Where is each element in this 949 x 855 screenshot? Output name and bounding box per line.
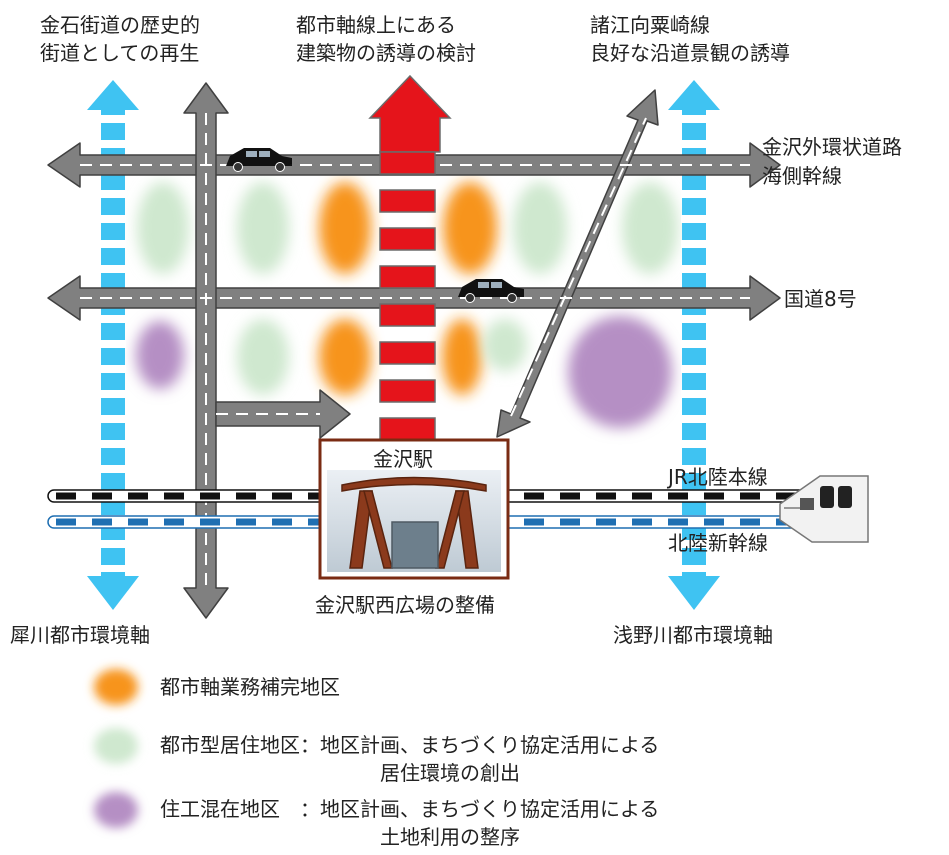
- label-city-axis-line2: 建築物の誘導の検討: [296, 41, 476, 65]
- purple-zone: [568, 316, 672, 428]
- kanazawa-station-photo-frame: [318, 438, 510, 580]
- legend-label-orange: 都市軸業務補完地区: [160, 675, 340, 699]
- label-asanogawa-axis: 浅野川都市環境軸: [613, 623, 773, 647]
- car-icon: [458, 279, 524, 303]
- green-zone: [237, 319, 289, 395]
- legend-label-green: 都市型居住地区：地区計画、まちづくり協定活用による: [160, 733, 660, 757]
- orange-zone: [319, 319, 371, 395]
- label-kanaishi-line2: 街道としての再生: [40, 41, 200, 65]
- legend-label-green-line2: 居住環境の創出: [380, 761, 520, 785]
- label-shoe-line2: 良好な沿道景観の誘導: [590, 41, 790, 65]
- label-outer-ring-line1: 金沢外環状道路: [762, 135, 902, 159]
- route-8-road: [47, 275, 781, 321]
- legend-label-purple-line2: 土地利用の整序: [380, 825, 520, 849]
- train-icon: [779, 475, 869, 543]
- label-hokuriku-shinkansen: 北陸新幹線: [668, 531, 768, 555]
- orange-zone: [442, 319, 482, 395]
- label-city-axis-line1: 都市軸線上にある: [296, 13, 456, 37]
- label-kanazawa-station: 金沢駅: [373, 447, 433, 471]
- label-west-plaza: 金沢駅西広場の整備: [315, 593, 495, 617]
- legend-label-purple: 住工混在地区 ：地区計画、まちづくり協定活用による: [160, 797, 660, 821]
- orange-zone: [319, 182, 371, 274]
- green-zone: [513, 182, 567, 274]
- label-saigawa-axis: 犀川都市環境軸: [10, 623, 150, 647]
- purple-zone: [136, 321, 184, 389]
- kanaishi-road: [183, 82, 229, 619]
- orange-zone: [443, 182, 497, 274]
- green-zone: [137, 182, 189, 274]
- label-kanaishi-line1: 金石街道の歴史的: [40, 13, 200, 37]
- green-zone: [622, 182, 678, 274]
- tsuzumi-gate-icon: [341, 476, 487, 569]
- label-route-8: 国道8号: [784, 287, 857, 311]
- label-jr-hokuriku: JR北陸本線: [668, 465, 768, 489]
- label-shoe-line1: 諸江向粟崎線: [590, 13, 710, 37]
- city-axis-arrow: [368, 74, 452, 441]
- car-icon: [226, 148, 292, 172]
- green-zone: [483, 319, 527, 371]
- shoe-mukai-awagasaki-road: [496, 89, 659, 438]
- label-outer-ring-line2: 海側幹線: [762, 164, 842, 188]
- road-center-lines: [80, 113, 750, 588]
- zone-blobs: [136, 182, 678, 428]
- green-zone: [237, 182, 289, 274]
